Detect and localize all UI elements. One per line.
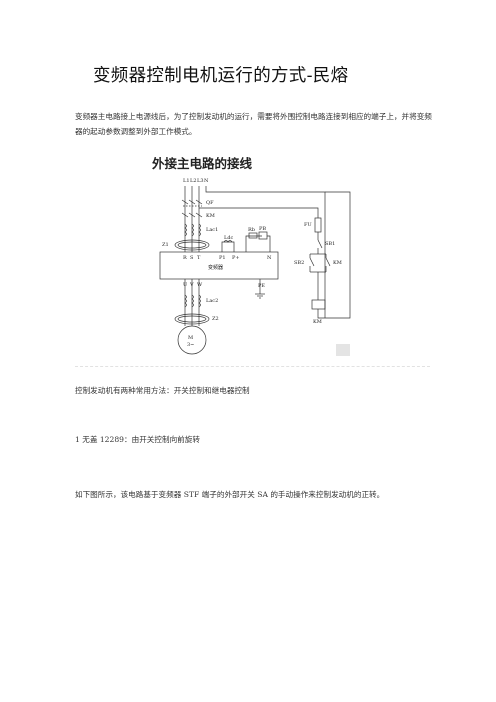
qf-contact-2	[188, 199, 196, 205]
methods-paragraph: 控制发动机有两种常用方法：开关控制和继电器控制	[75, 386, 250, 395]
lac2-coil-3	[198, 294, 201, 308]
lac2-coil-2	[191, 294, 194, 308]
label-ldc: Ldc	[224, 235, 234, 241]
label-pe: PE	[258, 283, 265, 289]
fu-fuse	[314, 217, 322, 233]
z2-ring	[174, 313, 210, 325]
section-heading: 1 无盖 12289：由开关控制向前旋转	[75, 435, 200, 444]
label-motor-phase: 3~	[187, 342, 194, 348]
label-pb: PB	[259, 226, 266, 232]
section-separator	[75, 366, 430, 367]
lac1-coil-2	[191, 223, 194, 237]
label-km: KM	[206, 213, 215, 219]
sb1-contact	[317, 239, 323, 249]
supply-label-l3: L3	[197, 178, 204, 184]
lac2-coil-1	[184, 294, 187, 308]
label-rb: Rb	[248, 227, 255, 233]
label-km-coil: KM	[313, 319, 322, 325]
qf-contact-3	[195, 199, 203, 205]
pb-lead	[267, 235, 271, 252]
label-km-contact: KM	[333, 260, 342, 266]
km-contact-3	[195, 212, 203, 218]
pb-unit	[258, 231, 268, 240]
motor-symbol	[177, 325, 207, 355]
label-sb1: SB1	[325, 241, 335, 247]
intro-paragraph: 变频器主电路接上电源线后，为了控制发动机的运行，需要将外围控制电路连接到相应的端…	[75, 112, 432, 136]
document-title: 变频器控制电机运行的方式-民熔	[93, 66, 349, 86]
z1-ring-inner	[177, 241, 207, 249]
supply-label-l1: L1	[183, 178, 190, 184]
label-fu: FU	[304, 222, 312, 228]
inverter-label: 变频器	[208, 264, 223, 271]
wiring-diagram: 外接主电路的接线 L1 L2 L3 N	[150, 148, 356, 362]
label-z1: Z1	[162, 242, 169, 248]
terminal-v: V	[189, 282, 194, 288]
km-coil	[311, 299, 326, 310]
supply-label-l2: L2	[190, 178, 197, 184]
label-z2: Z2	[212, 316, 219, 322]
ldc-coil	[223, 240, 233, 243]
qf-contact-1	[181, 199, 189, 205]
diagram-heading: 外接主电路的接线	[151, 156, 253, 171]
rb-resistor	[248, 232, 258, 239]
label-motor-m: M	[188, 335, 193, 341]
terminal-s: S	[190, 255, 194, 261]
neutral-line	[205, 186, 326, 318]
label-qf: QF	[206, 200, 214, 206]
km-contact-1	[181, 212, 189, 218]
terminal-p1: P1	[219, 255, 226, 261]
terminal-r: R	[183, 255, 187, 261]
label-lac2: Lac2	[206, 298, 218, 304]
lac1-coil-1	[184, 223, 187, 237]
terminal-t: T	[197, 255, 201, 261]
control-supply-line	[199, 207, 319, 218]
lac1-coil-3	[198, 223, 201, 237]
z2-ring-inner	[177, 315, 207, 323]
supply-label-n: N	[204, 178, 209, 184]
label-lac1: Lac1	[206, 227, 218, 233]
km-contact-2	[188, 212, 196, 218]
inverter-box	[159, 251, 279, 280]
sb2-contact	[309, 257, 315, 267]
ldc-loop	[221, 241, 235, 252]
z1-ring	[174, 239, 210, 251]
terminal-pplus: P+	[232, 255, 240, 261]
coil-return	[317, 191, 351, 319]
label-sb2: SB2	[294, 260, 304, 266]
terminal-n: N	[267, 255, 272, 261]
rb-lead	[245, 235, 262, 252]
km-aux-contact	[325, 257, 331, 267]
section-body: 如下图所示，该电路基于变频器 STF 端子的外部开关 SA 的手动操作来控制发动…	[75, 490, 385, 499]
terminal-u: U	[183, 282, 187, 288]
image-artifact	[336, 344, 350, 356]
terminal-w: W	[197, 282, 203, 288]
